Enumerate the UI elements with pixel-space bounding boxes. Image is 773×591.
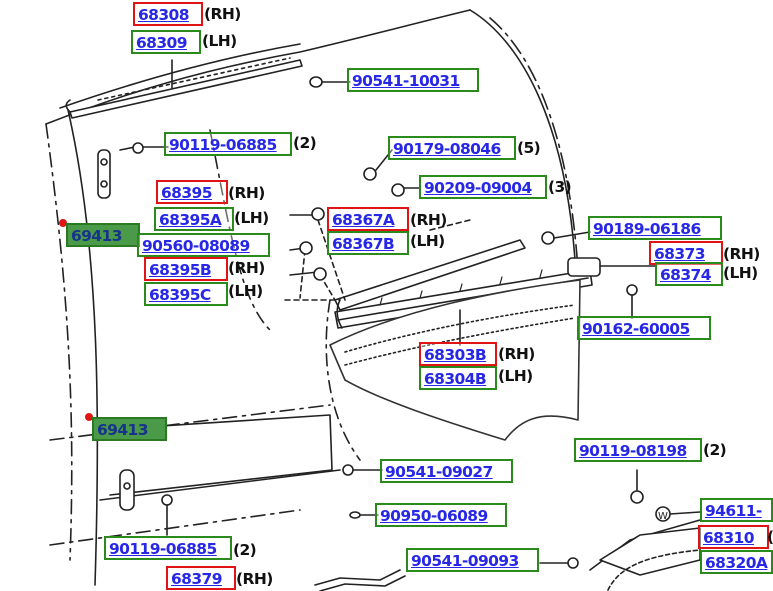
lh-suffix: (LH): [202, 32, 237, 50]
rh-suffix: (RH): [723, 245, 760, 263]
part-68320a-label[interactable]: 68320A: [700, 550, 773, 574]
part-68367a-label[interactable]: 68367A: [327, 207, 409, 231]
lh-suffix: (LH): [498, 367, 533, 385]
part-68310-label[interactable]: 68310: [698, 525, 769, 549]
part-90541-09027-label[interactable]: 90541-09027: [380, 459, 513, 483]
part-68309-label[interactable]: 68309: [131, 30, 201, 54]
part-90950-06089-label[interactable]: 90950-06089: [375, 503, 507, 527]
part-68367b-label[interactable]: 68367B: [327, 231, 409, 255]
part-90119-06885-label[interactable]: 90119-06885: [164, 132, 292, 156]
svg-text:W: W: [658, 511, 668, 522]
part-69413-label[interactable]: 69413: [66, 223, 140, 247]
part-94611-label[interactable]: 94611-: [700, 498, 773, 522]
callout-dot: [85, 413, 93, 421]
part-90179-08046-label[interactable]: 90179-08046: [388, 136, 516, 160]
rh-suffix: (RH): [236, 570, 273, 588]
part-90560-08089-label[interactable]: 90560-08089: [137, 233, 270, 257]
part-68395c-label[interactable]: 68395C: [144, 282, 228, 306]
part-68303b-label[interactable]: 68303B: [419, 342, 497, 366]
part-68379-label[interactable]: 68379: [166, 566, 236, 590]
body-panel-outline: [45, 9, 471, 125]
part-90209-09004-label[interactable]: 90209-09004: [419, 175, 547, 199]
lh-suffix: (LH): [723, 264, 758, 282]
part-90541-09093-label[interactable]: 90541-09093: [406, 548, 539, 572]
rh-suffix: (RH): [498, 345, 535, 363]
part-68308-label[interactable]: 68308: [133, 2, 203, 26]
rh-suffix: (RH): [204, 5, 241, 23]
part-69413-label[interactable]: 69413: [92, 417, 167, 441]
part-68395a-label[interactable]: 68395A: [154, 207, 234, 231]
part-90119-08198-label[interactable]: 90119-08198: [574, 438, 702, 462]
rh-suffix: (RH): [228, 184, 265, 202]
quantity-suffix: (5): [517, 139, 541, 157]
quantity-suffix: (2): [233, 541, 257, 559]
part-90162-60005-label[interactable]: 90162-60005: [577, 316, 711, 340]
quantity-suffix: (3): [548, 178, 572, 196]
part-90119-06885-label[interactable]: 90119-06885: [104, 536, 232, 560]
quantity-suffix: (2): [293, 134, 317, 152]
part-90541-10031-label[interactable]: 90541-10031: [347, 68, 479, 92]
lh-suffix: (LH): [228, 282, 263, 300]
roof-rail-part: [69, 59, 303, 119]
paren-suffix: (: [767, 528, 773, 546]
part-68395-label[interactable]: 68395: [156, 180, 228, 204]
callout-dot: [59, 219, 67, 227]
lh-suffix: (LH): [410, 232, 445, 250]
part-68373-label[interactable]: 68373: [649, 241, 723, 265]
part-68304b-label[interactable]: 68304B: [419, 366, 497, 390]
fender-flare: [329, 279, 581, 441]
lh-suffix: (LH): [234, 209, 269, 227]
rh-suffix: (RH): [228, 259, 265, 277]
quantity-suffix: (2): [703, 441, 727, 459]
part-68374-label[interactable]: 68374: [655, 262, 723, 286]
part-68395b-label[interactable]: 68395B: [144, 257, 228, 281]
rh-suffix: (RH): [410, 211, 447, 229]
part-90189-06186-label[interactable]: 90189-06186: [588, 216, 722, 240]
